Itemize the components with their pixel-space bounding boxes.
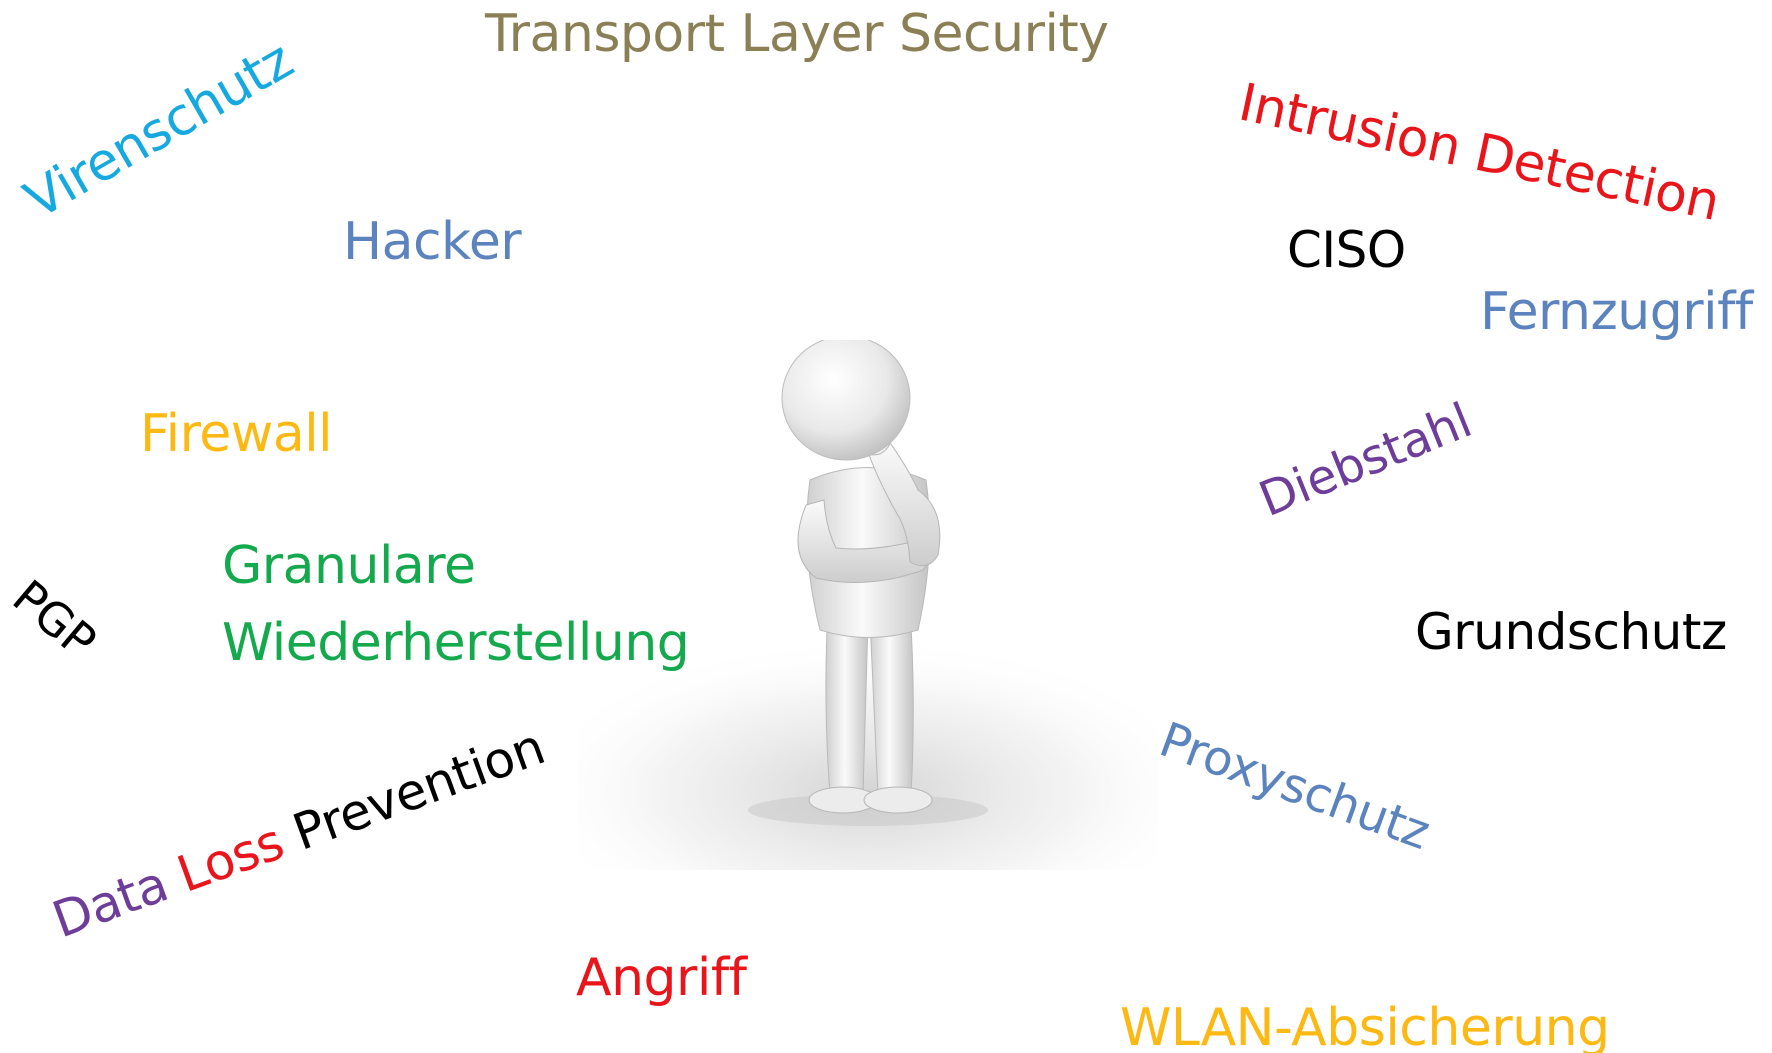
floor-shadow — [578, 610, 1158, 870]
word-firewall: Firewall — [140, 404, 333, 464]
head — [781, 335, 911, 461]
thinking-person-illustration — [578, 335, 1158, 870]
word-prevention: Prevention — [285, 717, 552, 862]
word-wiederherstellung: Wiederherstellung — [222, 613, 690, 673]
phrase-data-loss-prevention: Data Loss Prevention — [45, 717, 552, 950]
word-loss: Loss — [169, 812, 291, 904]
word-virenschutz: Virenschutz — [15, 30, 303, 231]
word-hacker: Hacker — [343, 212, 522, 272]
word-ciso: CISO — [1287, 221, 1406, 279]
word-fernzugriff: Fernzugriff — [1480, 282, 1753, 342]
word-proxyschutz: Proxyschutz — [1152, 711, 1437, 861]
word-granulare: Granulare — [222, 536, 476, 596]
word-data: Data — [45, 854, 176, 950]
word-transport-layer-security: Transport Layer Security — [485, 4, 1109, 64]
word-angriff: Angriff — [576, 948, 747, 1008]
thinking-person-figure — [578, 335, 1158, 870]
word-grundschutz: Grundschutz — [1415, 603, 1727, 661]
word-wlan-absicherung: WLAN-Absicherung — [1120, 998, 1610, 1053]
right-foot — [863, 786, 933, 814]
word-pgp: PGP — [2, 569, 107, 669]
word-diebstahl: Diebstahl — [1251, 392, 1480, 528]
word-intrusion-detection: Intrusion Detection — [1233, 72, 1725, 234]
